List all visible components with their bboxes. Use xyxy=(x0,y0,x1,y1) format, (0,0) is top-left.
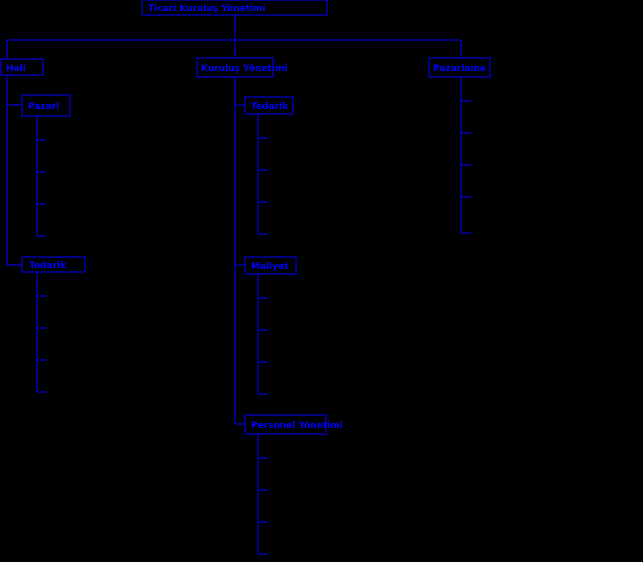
group-node-2-2-label: Maliyet xyxy=(251,262,289,272)
root-node-box xyxy=(141,0,328,16)
branch-node-3[interactable]: Pazarlama xyxy=(428,57,491,78)
group-node-2-3-box xyxy=(244,414,327,435)
branch-node-1-label: Hali xyxy=(6,64,26,74)
connector-lines xyxy=(6,15,471,555)
root-node-label: Ticari Kuruluş Yönetimi xyxy=(148,4,266,14)
group-node-2-2[interactable]: Maliyet xyxy=(244,256,297,275)
group-node-1-2[interactable]: Tedarik xyxy=(21,256,86,273)
root-node[interactable]: Ticari Kuruluş Yönetimi xyxy=(141,0,328,16)
branch-node-1[interactable]: Hali xyxy=(0,58,44,76)
branch-node-3-label: Pazarlama xyxy=(433,64,486,74)
branch-node-3-box xyxy=(428,57,491,78)
group-node-1-1[interactable]: Pazarl xyxy=(21,94,71,117)
branch-node-2-label: Kuruluş Yönetimi xyxy=(201,64,287,74)
group-node-2-3[interactable]: Personel Yönetimi xyxy=(244,414,343,435)
group-node-2-1[interactable]: Tedarik xyxy=(244,96,294,115)
group-node-2-2-box xyxy=(244,256,297,275)
group-node-1-2-label: Tedarik xyxy=(29,261,67,271)
group-node-2-1-box xyxy=(244,96,294,115)
group-node-1-1-label: Pazarl xyxy=(28,102,59,112)
branch-node-2-box xyxy=(196,57,274,78)
group-node-1-1-box xyxy=(21,94,71,117)
group-node-2-3-label: Personel Yönetimi xyxy=(251,421,343,431)
branch-node-2[interactable]: Kuruluş Yönetimi xyxy=(196,57,287,78)
group-node-2-1-label: Tedarik xyxy=(251,102,289,112)
group-node-1-2-box xyxy=(21,256,86,273)
branch-node-1-box xyxy=(0,58,44,76)
